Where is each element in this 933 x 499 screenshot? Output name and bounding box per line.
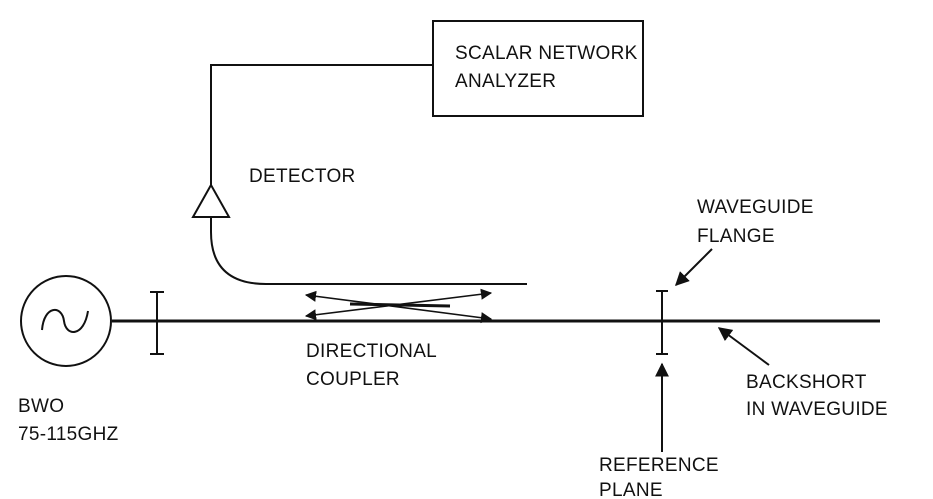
flange-pointer-arrow — [675, 248, 713, 286]
backshort-label-line2: IN WAVEGUIDE — [746, 399, 888, 420]
bwo-label-line2: 75-115GHZ — [18, 424, 119, 445]
bwo-label-line1: BWO — [18, 396, 64, 417]
scalar-network-analyzer-box — [432, 20, 644, 117]
source-flange — [150, 291, 164, 355]
waveguide-flange — [656, 290, 668, 355]
reference-label-line2: PLANE — [599, 480, 663, 499]
analyzer-cable — [210, 64, 433, 185]
coupler-label-line1: DIRECTIONAL — [306, 341, 437, 362]
detector-arm — [210, 217, 527, 285]
coupler-center-bar — [349, 302, 451, 308]
reference-label-line1: REFERENCE — [599, 455, 719, 476]
sine-wave-icon — [41, 309, 89, 333]
coupler-label-line2: COUPLER — [306, 369, 400, 390]
detector-symbol — [191, 182, 231, 218]
analyzer-label-line1: SCALAR NETWORK — [455, 43, 638, 64]
analyzer-label-line2: ANALYZER — [455, 71, 556, 92]
flange-label-line2: FLANGE — [697, 226, 775, 247]
flange-label-line1: WAVEGUIDE — [697, 197, 814, 218]
detector-label: DETECTOR — [249, 166, 356, 187]
coupler-arrow-a — [304, 290, 493, 324]
backshort-pointer-arrow — [717, 327, 770, 366]
bwo-source-symbol — [20, 275, 112, 367]
backshort-label-line1: BACKSHORT — [746, 372, 867, 393]
